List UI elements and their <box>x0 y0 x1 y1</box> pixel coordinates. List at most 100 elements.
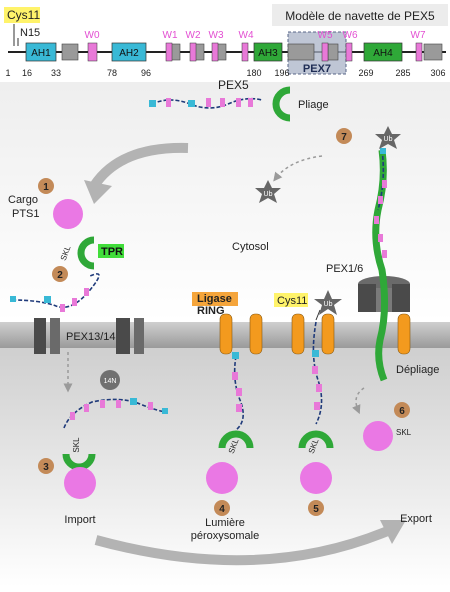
unfolding-label: Dépliage <box>396 364 439 376</box>
w-bead <box>374 216 379 224</box>
position-label: 33 <box>51 68 61 78</box>
pex5-chain <box>233 355 244 431</box>
cys11-label: Cys11 <box>7 8 40 22</box>
w-bead <box>70 412 75 420</box>
pex13-14-subunit <box>116 318 130 354</box>
w7-label: W7 <box>411 30 426 41</box>
pex13-14-label: PEX13/14 <box>66 331 116 343</box>
w-bead <box>60 304 65 312</box>
ring-label: RING <box>197 305 225 317</box>
cargo-binding-group: Cargo PTS1 SKL TPR <box>8 194 124 270</box>
ubiquitin-star <box>314 290 342 315</box>
lumen-label-line1: Lumière <box>205 517 245 529</box>
w0-label: W0 <box>85 30 100 41</box>
ubiquitin-star <box>375 126 401 149</box>
step-number: 4 <box>219 504 225 515</box>
ub-link <box>315 309 321 321</box>
position-label: 269 <box>358 68 373 78</box>
step-badge-2 <box>52 266 68 282</box>
ring-subunit <box>397 313 411 355</box>
pex5-label: PEX5 <box>218 78 249 92</box>
w-bead <box>312 366 318 374</box>
pex1-6-label: PEX1/6 <box>326 263 363 275</box>
w-bead <box>378 234 383 242</box>
w-bead <box>84 404 89 412</box>
step-number: 3 <box>43 462 49 473</box>
step-number: 5 <box>313 504 319 515</box>
ring-subunit <box>219 313 233 355</box>
n14-marker <box>100 370 120 390</box>
ah4-label: AH4 <box>373 48 393 59</box>
ah-bead <box>188 100 195 107</box>
domain-map: Modèle de navette de PEX5 Cys11 N15 PEX7… <box>4 4 448 78</box>
folding-label: Pliage <box>298 99 329 111</box>
step-number: 6 <box>399 406 405 417</box>
w0-motif <box>87 42 98 62</box>
spacer-block <box>287 43 315 61</box>
w-bead <box>206 98 211 107</box>
w-bead <box>166 98 171 107</box>
w-bead <box>84 288 89 296</box>
tpr-domain <box>77 236 95 270</box>
position-label: 16 <box>22 68 32 78</box>
w-bead <box>148 402 153 410</box>
pex7-label: PEX7 <box>303 63 331 75</box>
pex5-folding-group: PEX5 Pliage <box>149 78 329 122</box>
ah3-label: AH3 <box>258 48 278 59</box>
pts1-label: PTS1 <box>12 208 40 220</box>
w2-label: W2 <box>186 30 201 41</box>
w5-motif <box>321 42 329 62</box>
w4-label: W4 <box>239 30 254 41</box>
step-badge-5 <box>308 500 324 516</box>
ah-bead <box>44 296 51 303</box>
ubiquitin-star <box>255 180 281 203</box>
cys11-highlight <box>274 293 308 307</box>
recycling-arrow-head <box>84 180 112 204</box>
ah1-label: AH1 <box>31 48 51 59</box>
w3-label: W3 <box>209 30 224 41</box>
pex13-14-subunit <box>34 318 46 354</box>
ligase-highlight <box>192 292 238 306</box>
ub-label: Ub <box>384 136 393 143</box>
ring-subunit <box>249 313 263 355</box>
ub-label: Ub <box>264 191 273 198</box>
step-badges: 1 2 3 4 5 6 7 <box>38 128 410 516</box>
w5-label: W5 <box>318 30 333 41</box>
cargo-protein <box>300 462 332 494</box>
step-number: 1 <box>43 182 49 193</box>
step-badge-3 <box>38 458 54 474</box>
w-bead <box>316 384 322 392</box>
lumen-label-line2: péroxysomale <box>191 530 259 542</box>
ah4-domain <box>363 42 403 62</box>
w6-label: W6 <box>343 30 358 41</box>
w-bead <box>72 298 77 306</box>
w-bead <box>236 98 241 107</box>
spacer-block <box>61 43 79 61</box>
spacer-block <box>327 43 339 61</box>
pex5-chain <box>312 321 323 425</box>
ub-release-arrow <box>273 155 323 182</box>
cargo-protein <box>363 421 393 451</box>
w4-motif <box>241 42 249 62</box>
pex13-14-subunit <box>134 318 144 354</box>
ah2-label: AH2 <box>119 48 139 59</box>
cys11-membrane-label: Cys11 <box>277 295 307 307</box>
w1-motif <box>165 42 173 62</box>
w-bead <box>116 400 121 408</box>
position-label: 96 <box>141 68 151 78</box>
w-bead <box>236 388 242 396</box>
n15-label: N15 <box>20 27 40 39</box>
position-label: 285 <box>395 68 410 78</box>
cys11-highlight <box>4 7 40 23</box>
step-badge-7 <box>336 128 352 144</box>
skl-label: SKL <box>396 428 412 437</box>
ah-bead <box>312 350 319 357</box>
export-label: Export <box>400 513 432 525</box>
w6-motif <box>345 42 353 62</box>
w3-motif <box>211 42 219 62</box>
ah-bead <box>232 352 239 359</box>
w-bead <box>248 98 253 107</box>
title-box <box>272 4 448 26</box>
pex13-14-subunit <box>50 318 60 354</box>
tpr-domain <box>62 453 96 471</box>
